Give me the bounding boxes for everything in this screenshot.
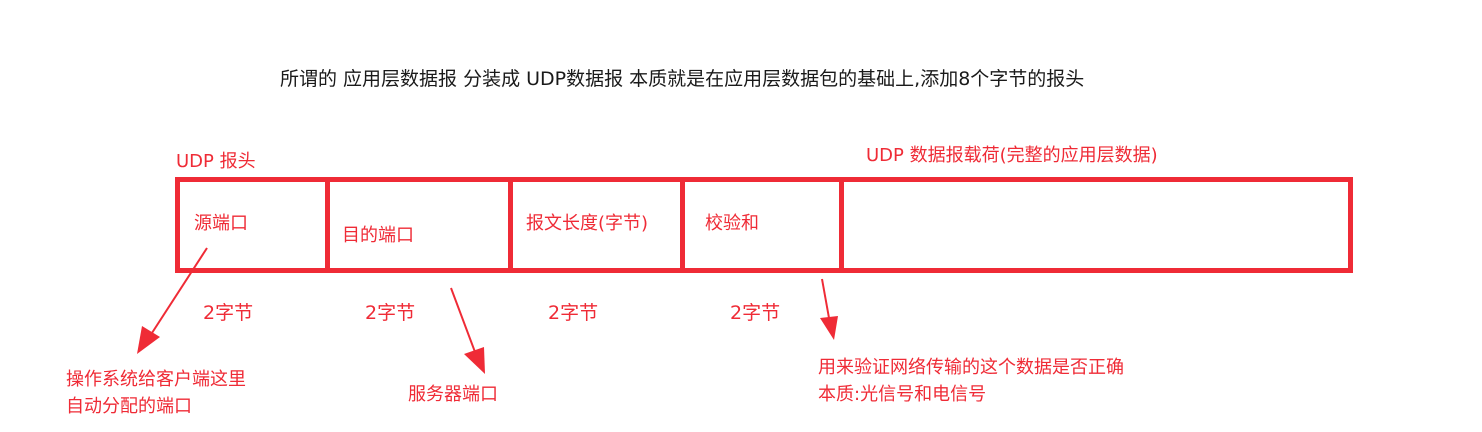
field-length: 报文长度(字节) xyxy=(526,213,649,234)
size-checksum: 2字节 xyxy=(730,302,781,324)
note-checksum: 用来验证网络传输的这个数据是否正确 本质:光信号和电信号 xyxy=(818,354,1124,408)
header-payload-divider xyxy=(839,178,844,272)
udp-header-label: UDP 报头 xyxy=(176,151,256,172)
field-dest-port: 目的端口 xyxy=(342,225,414,246)
field-divider xyxy=(508,182,513,272)
note-dest-port: 服务器端口 xyxy=(408,384,498,405)
udp-datagram-box xyxy=(175,177,1353,273)
field-divider xyxy=(680,182,685,272)
note-line: 操作系统给客户端这里 xyxy=(66,369,246,390)
field-divider xyxy=(325,178,330,272)
size-dest-port: 2字节 xyxy=(365,302,416,324)
note-source-port: 操作系统给客户端这里 自动分配的端口 xyxy=(66,366,246,420)
note-line: 本质:光信号和电信号 xyxy=(818,384,987,405)
field-checksum: 校验和 xyxy=(705,213,759,234)
page-title: 所谓的 应用层数据报 分装成 UDP数据报 本质就是在应用层数据包的基础上,添加… xyxy=(280,68,1085,90)
size-source-port: 2字节 xyxy=(203,302,254,324)
udp-payload-label: UDP 数据报载荷(完整的应用层数据) xyxy=(866,145,1158,166)
note-line: 自动分配的端口 xyxy=(66,396,192,417)
size-length: 2字节 xyxy=(548,302,599,324)
field-source-port: 源端口 xyxy=(194,213,248,234)
note-line: 用来验证网络传输的这个数据是否正确 xyxy=(818,357,1124,378)
arrow-dest-port xyxy=(450,287,485,374)
arrow-source-port xyxy=(137,247,208,354)
arrow-checksum xyxy=(820,278,838,340)
